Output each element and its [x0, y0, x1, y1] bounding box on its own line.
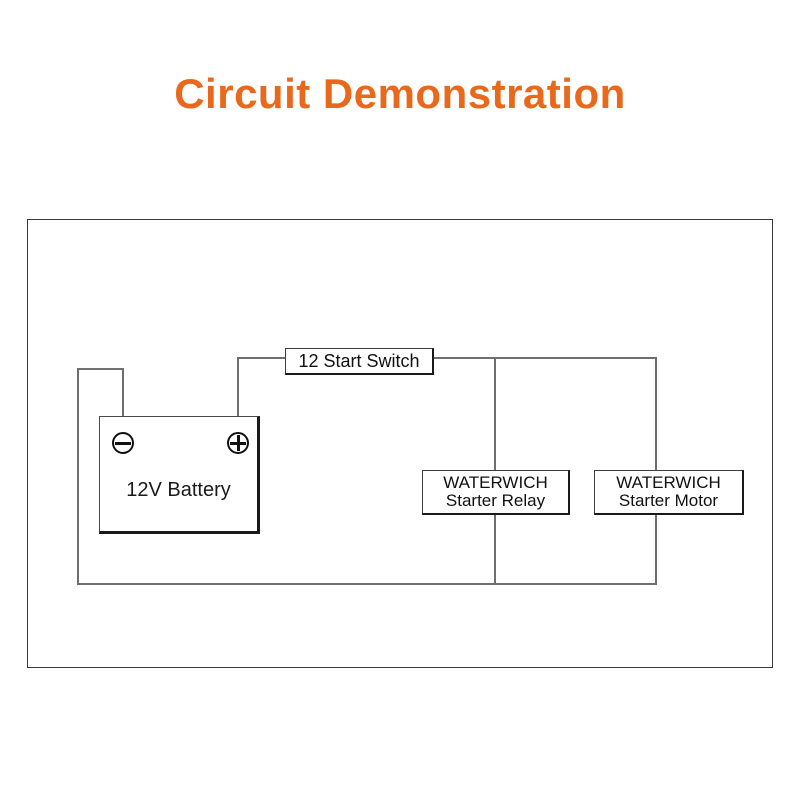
wire-motor-return — [655, 514, 657, 585]
starter-motor-label: Starter Motor — [618, 491, 719, 510]
wire-left-rail-down — [77, 368, 79, 585]
wire-battery-negative-stub — [122, 368, 124, 418]
wire-negative-to-left-rail — [77, 368, 124, 370]
page-title: Circuit Demonstration — [174, 70, 626, 117]
start-switch-label: 12 Start Switch — [298, 350, 420, 371]
starter-relay-component: WATERWICH Starter Relay — [422, 470, 570, 515]
wire-positive-to-switch — [237, 357, 287, 359]
start-switch-component[interactable]: 12 Start Switch — [285, 348, 434, 375]
wire-switch-to-loads — [432, 357, 657, 359]
plus-terminal-icon — [227, 432, 249, 454]
wire-ground-bus — [77, 583, 657, 585]
starter-motor-component: WATERWICH Starter Motor — [594, 470, 744, 515]
wire-motor-feed — [655, 357, 657, 470]
wire-relay-return — [494, 514, 496, 585]
battery-label: 12V Battery — [126, 479, 231, 501]
battery-component: 12V Battery — [99, 416, 260, 534]
wire-relay-feed — [494, 357, 496, 470]
minus-terminal-icon — [112, 432, 134, 454]
wire-battery-positive-stub — [237, 357, 239, 418]
starter-relay-label: Starter Relay — [445, 491, 546, 510]
starter-relay-brand: WATERWICH — [443, 473, 548, 493]
starter-motor-brand: WATERWICH — [616, 473, 721, 493]
